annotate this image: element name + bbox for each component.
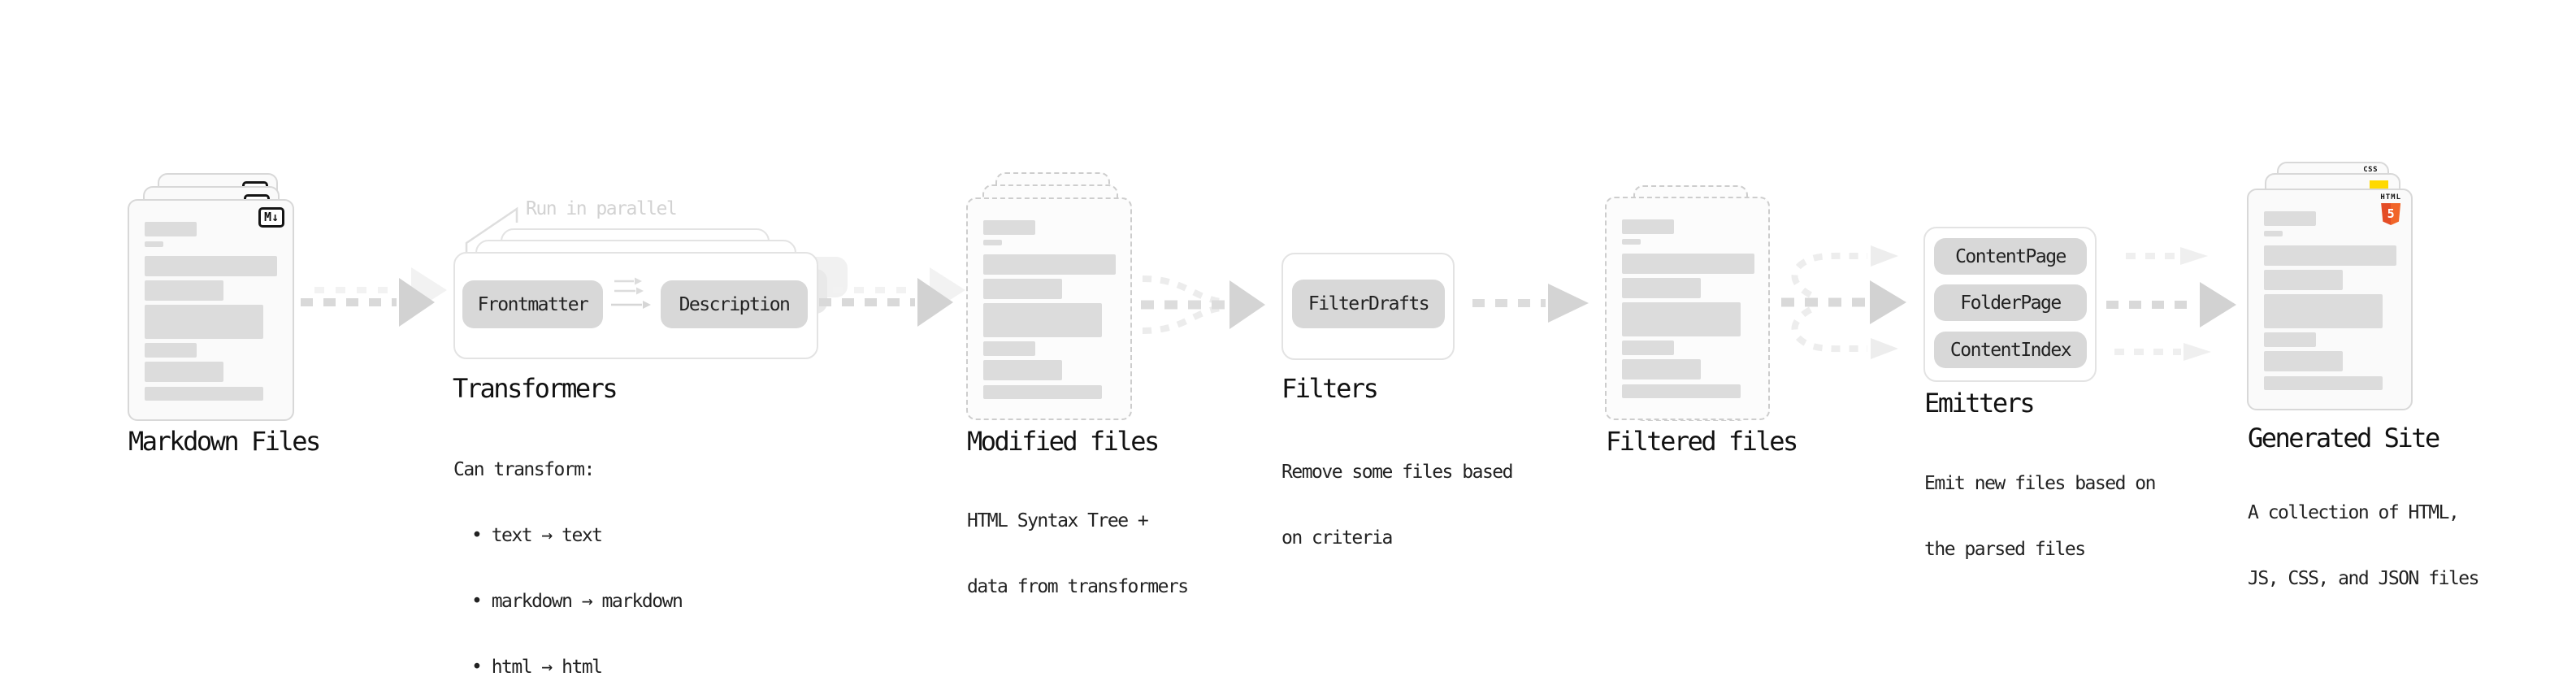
description-line: A collection of HTML, <box>2248 502 2460 523</box>
generated-page-html: HTML 5 <box>2247 189 2413 410</box>
skeleton-line <box>1622 384 1741 398</box>
bullet-item: • markdown → markdown <box>471 591 683 612</box>
description-node: Description <box>661 280 808 328</box>
markdown-logo-icon: M↓ <box>258 207 284 228</box>
description-line: the parsed files <box>1924 539 2086 560</box>
stage-label-transformers: Transformers <box>453 373 618 404</box>
skeleton-text <box>145 222 277 401</box>
skeleton-line <box>983 240 1002 245</box>
flow-arrow-emitters-to-generated <box>2106 247 2236 361</box>
skeleton-line <box>2264 270 2343 290</box>
skeleton-line <box>983 360 1062 380</box>
skeleton-line <box>1622 302 1741 336</box>
html5-logo-icon: HTML 5 <box>2380 194 2401 225</box>
html5-shield: 5 <box>2381 203 2401 225</box>
emitters-description: Emit new files based on the parsed files <box>1924 429 2157 605</box>
markdown-page-front: M↓ <box>128 199 294 421</box>
skeleton-line <box>983 341 1035 356</box>
stage-label-filtered-files: Filtered files <box>1606 426 1798 457</box>
description-line: Can transform: <box>453 459 595 480</box>
css-badge-label: CSS <box>2363 166 2378 174</box>
skeleton-line <box>1622 278 1701 298</box>
skeleton-text <box>2264 211 2396 390</box>
description-line: data from transformers <box>967 576 1189 597</box>
js-badge-icon <box>2370 180 2388 191</box>
skeleton-line <box>145 280 223 301</box>
html5-number: 5 <box>2387 206 2395 221</box>
skeleton-line <box>1622 239 1641 245</box>
contentindex-node: ContentIndex <box>1934 332 2087 368</box>
skeleton-line <box>145 343 197 358</box>
skeleton-line <box>2264 332 2316 347</box>
skeleton-line <box>2264 376 2383 390</box>
skeleton-line <box>2264 211 2316 226</box>
filters-description: Remove some files based on criteria <box>1281 418 1514 593</box>
html5-word: HTML <box>2380 193 2401 202</box>
skeleton-line <box>983 385 1102 399</box>
filterdrafts-node: FilterDrafts <box>1292 280 1445 328</box>
flow-arrow-transformers-to-modified <box>819 267 965 327</box>
description-line: Emit new files based on <box>1924 473 2157 494</box>
skeleton-line <box>983 303 1102 337</box>
modified-page-front <box>966 197 1132 420</box>
flow-arrow-markdown-to-transformers <box>301 267 447 327</box>
stage-label-markdown-files: Markdown Files <box>128 426 321 457</box>
skeleton-line <box>2264 294 2383 328</box>
skeleton-text <box>983 220 1116 399</box>
stage-label-filters: Filters <box>1281 373 1379 404</box>
skeleton-line <box>1622 219 1674 234</box>
transform-arrows-icon <box>611 277 651 309</box>
skeleton-line <box>983 254 1116 275</box>
skeleton-line <box>1622 359 1701 380</box>
skeleton-line <box>2264 231 2283 236</box>
flow-arrow-filtered-to-emitters <box>1781 245 1906 359</box>
generated-description: A collection of HTML, JS, CSS, and JSON … <box>2248 458 2480 634</box>
bullet-item: • html → html <box>471 657 603 678</box>
skeleton-line <box>145 305 263 339</box>
description-line: on criteria <box>1281 527 1393 549</box>
filtered-page-front <box>1605 197 1770 420</box>
description-line: Remove some files based <box>1281 462 1514 483</box>
description-line: HTML Syntax Tree + <box>967 510 1149 531</box>
skeleton-line <box>1622 254 1754 274</box>
stage-label-generated-site: Generated Site <box>2248 423 2440 453</box>
callout-line <box>465 206 518 254</box>
folderpage-node: FolderPage <box>1934 284 2087 321</box>
frontmatter-node: Frontmatter <box>462 280 603 328</box>
skeleton-line <box>1622 340 1674 355</box>
skeleton-line <box>145 387 263 401</box>
skeleton-line <box>983 279 1062 299</box>
contentpage-node: ContentPage <box>1934 238 2087 275</box>
skeleton-line <box>145 362 223 382</box>
modified-description: HTML Syntax Tree + data from transformer… <box>967 466 1189 642</box>
flow-arrow-filters-to-filtered <box>1472 284 1589 323</box>
description-line: JS, CSS, and JSON files <box>2248 568 2480 589</box>
skeleton-text <box>1622 219 1754 398</box>
stage-label-emitters: Emitters <box>1924 388 2036 419</box>
flow-arrow-modified-to-filters <box>1141 275 1265 334</box>
skeleton-line <box>2264 245 2396 266</box>
stage-label-modified-files: Modified files <box>967 426 1160 457</box>
skeleton-line <box>145 256 277 276</box>
skeleton-line <box>983 220 1035 235</box>
transformers-description: Can transform: • text → text • markdown … <box>453 415 683 681</box>
bullet-item: • text → text <box>471 525 603 546</box>
skeleton-line <box>2264 351 2343 371</box>
skeleton-line <box>145 241 163 247</box>
run-in-parallel-note: Run in parallel <box>526 198 678 219</box>
skeleton-line <box>145 222 197 236</box>
